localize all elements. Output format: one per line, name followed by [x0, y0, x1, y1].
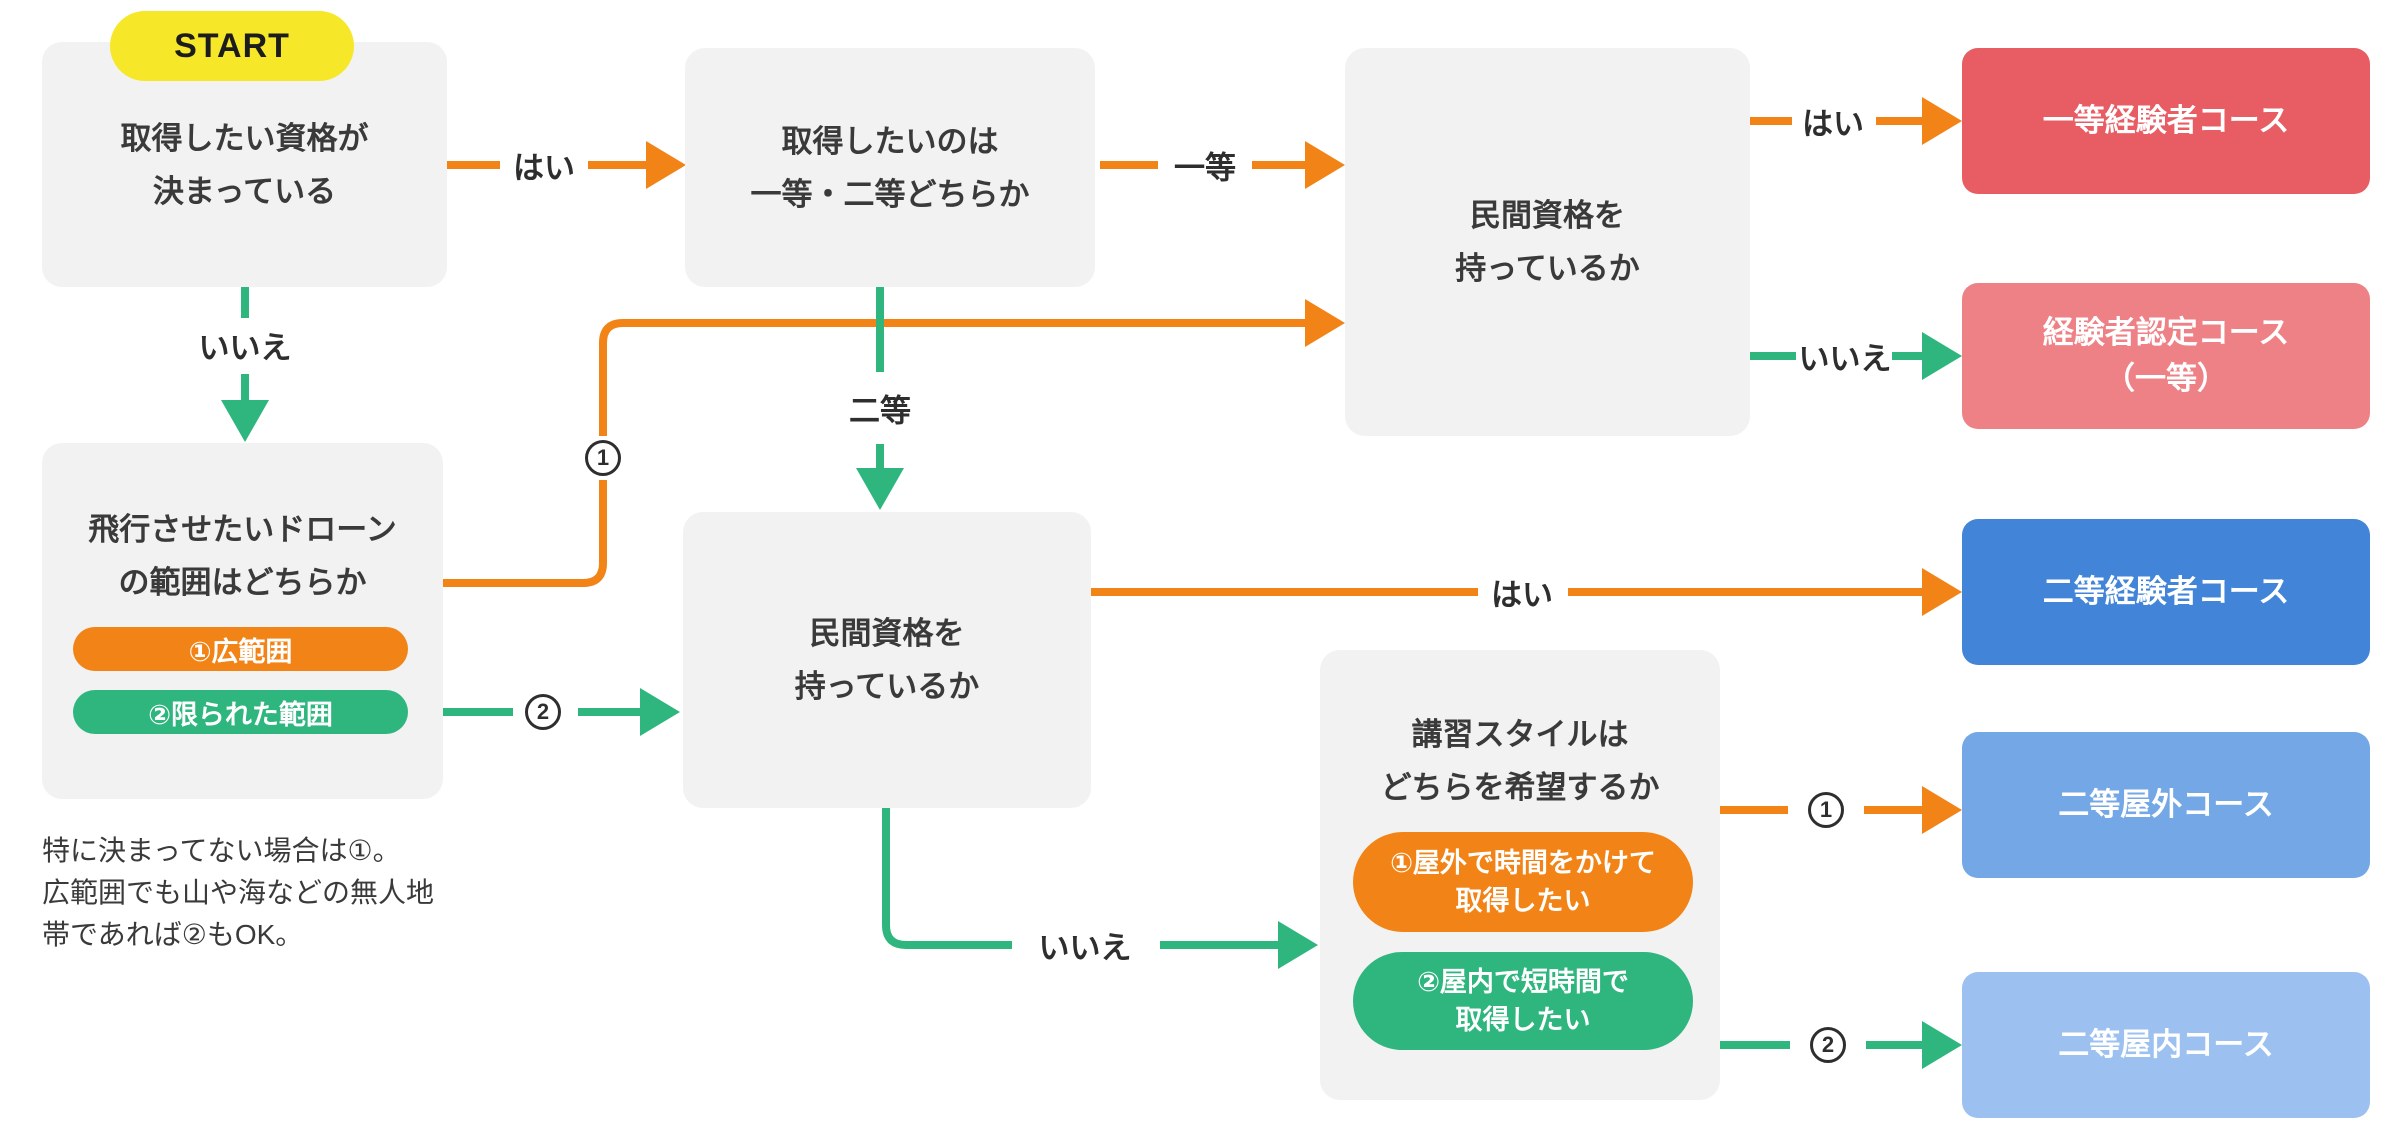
option-pill-label: ①広範囲	[188, 636, 293, 667]
footnote: 特に決まってない場合は①。 広範囲でも山や海などの無人地 帯であれば②もOK。	[42, 830, 434, 956]
arrowhead-icon	[1922, 332, 1962, 380]
node-text-line: 一等・二等どちらか	[750, 176, 1030, 212]
result-label: 経験者認定コース	[2042, 315, 2290, 350]
edge-label-yes: はい	[1802, 106, 1864, 142]
circled-number: 1	[596, 445, 610, 470]
edge-label-no: いいえ	[1798, 341, 1892, 377]
result-second-class-indoor-course: 二等屋内コース	[1962, 972, 2370, 1118]
arrowhead-icon	[1922, 1021, 1962, 1069]
result-experienced-certification-course: 経験者認定コース （一等）	[1962, 283, 2370, 429]
start-badge: START	[110, 11, 354, 81]
arrowhead-icon	[856, 468, 904, 510]
option-pill-indoor: ②屋内で短時間で 取得したい	[1353, 952, 1693, 1050]
arrowhead-icon	[221, 400, 269, 442]
footnote-line: 特に決まってない場合は①。	[42, 835, 401, 866]
arrowhead-icon	[1278, 921, 1318, 969]
node-text-line: の範囲はどちらか	[118, 565, 367, 600]
arrowhead-icon	[640, 688, 680, 736]
node-text-line: 取得したいのは	[781, 123, 999, 159]
option-pill-outdoor: ①屋外で時間をかけて 取得したい	[1353, 832, 1693, 932]
option-pill-label: ②屋内で短時間で	[1417, 967, 1629, 997]
result-label: 一等経験者コース	[2042, 103, 2290, 138]
node-text-line: 決まっている	[152, 173, 337, 209]
edge-label-no: いいえ	[1038, 930, 1132, 966]
arrowhead-icon	[1922, 97, 1962, 145]
edge-label-yes: はい	[513, 150, 575, 186]
node-text-line: 飛行させたいドローン	[88, 512, 397, 547]
option-pill-limited-range: ②限られた範囲	[73, 690, 408, 734]
node-question-grade: 取得したいのは 一等・二等どちらか	[685, 48, 1095, 287]
circled-number: 2	[1821, 1032, 1835, 1057]
arrowhead-icon	[646, 141, 686, 189]
arrowhead-icon	[1922, 786, 1962, 834]
arrowhead-icon	[1305, 141, 1345, 189]
edge-label-circle-2: 2	[1810, 1027, 1846, 1063]
edge-label-second-class: 二等	[849, 393, 911, 429]
node-text-line: 民間資格を	[1470, 198, 1625, 233]
result-second-class-experienced-course: 二等経験者コース	[1962, 519, 2370, 665]
option-pill-label: 取得したい	[1455, 886, 1591, 916]
result-first-class-experienced-course: 一等経験者コース	[1962, 48, 2370, 194]
option-pill-label: ①屋外で時間をかけて	[1390, 848, 1656, 878]
edge-label-yes: はい	[1491, 577, 1553, 613]
result-label: 二等屋外コース	[2058, 787, 2274, 822]
node-text-line: 講習スタイルは	[1411, 717, 1629, 752]
edge-label-circle-2: 2	[525, 694, 561, 730]
footnote-line: 広範囲でも山や海などの無人地	[42, 877, 435, 908]
node-text-line: 民間資格を	[809, 616, 965, 651]
node-question-private-license-mid: 民間資格を 持っているか	[683, 512, 1091, 808]
option-pill-label: ②限られた範囲	[148, 699, 333, 730]
node-question-private-license-top: 民間資格を 持っているか	[1345, 48, 1750, 436]
node-text-line: 持っているか	[794, 669, 980, 704]
node-text-line: 取得したい資格が	[120, 120, 369, 156]
result-label: 二等屋内コース	[2058, 1027, 2274, 1062]
result-label: 二等経験者コース	[2042, 574, 2290, 609]
edge-label-circle-1: 1	[585, 440, 621, 476]
edge-label-first-class: 一等	[1174, 150, 1236, 186]
circled-number: 2	[536, 699, 550, 724]
footnote-line: 帯であれば②もOK。	[42, 919, 304, 950]
node-question-flight-range: 飛行させたいドローン の範囲はどちらか ①広範囲 ②限られた範囲	[42, 443, 443, 799]
option-pill-label: 取得したい	[1455, 1005, 1591, 1035]
node-question-training-style: 講習スタイルは どちらを希望するか ①屋外で時間をかけて 取得したい ②屋内で短…	[1320, 650, 1720, 1100]
arrowhead-icon	[1922, 568, 1962, 616]
arrowhead-icon	[1305, 299, 1345, 347]
edge-label-no: いいえ	[198, 330, 292, 366]
result-label: （一等）	[2104, 361, 2228, 396]
node-text-line: どちらを希望するか	[1380, 770, 1660, 805]
circled-number: 1	[1819, 797, 1833, 822]
node-question-decided: 取得したい資格が 決まっている	[42, 42, 447, 287]
option-pill-wide-range: ①広範囲	[73, 627, 408, 671]
result-second-class-outdoor-course: 二等屋外コース	[1962, 732, 2370, 878]
line-e-to-f-elbow	[882, 808, 1278, 949]
edge-label-circle-1: 1	[1808, 792, 1844, 828]
line-d-elbow-up	[443, 319, 1305, 587]
node-text-line: 持っているか	[1455, 251, 1640, 286]
